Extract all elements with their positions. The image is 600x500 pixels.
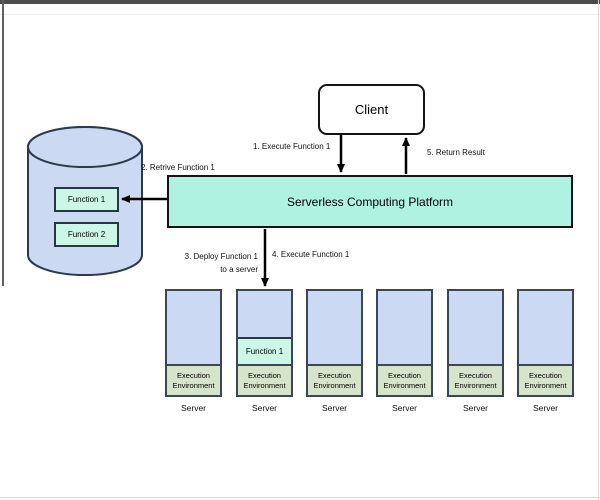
platform-label: Serverless Computing Platform: [286, 194, 454, 209]
flow-label-execute-on-server: 4. Execute Function 1: [272, 250, 350, 259]
execution-environment-5-label: Execution Environment: [454, 371, 497, 390]
execution-environment-3: Execution Environment: [308, 364, 361, 395]
server-node-6: Execution Environment: [517, 289, 574, 397]
execution-environment-4-label: Execution Environment: [383, 371, 426, 390]
client-label: Client: [354, 102, 389, 117]
server-caption-6: Server: [532, 403, 559, 413]
execution-environment-5: Execution Environment: [449, 364, 502, 395]
flow-label-deploy-line2: to a server: [220, 265, 258, 274]
execution-environment-1-label: Execution Environment: [172, 371, 215, 390]
server-caption-5: Server: [462, 403, 489, 413]
execution-environment-2: Execution Environment: [238, 364, 291, 395]
server-caption-2: Server: [251, 403, 278, 413]
client-node: Client: [318, 84, 425, 135]
window-border-left: [2, 0, 4, 286]
server-node-2: Function 1 Execution Environment: [236, 289, 293, 397]
window-border-bottom: [0, 497, 600, 498]
execution-environment-3-label: Execution Environment: [313, 371, 356, 390]
server-node-3: Execution Environment: [306, 289, 363, 397]
flow-label-deploy-line1: 3. Deploy Function 1: [184, 252, 258, 261]
server-caption-1: Server: [180, 403, 207, 413]
server-node-4: Execution Environment: [376, 289, 433, 397]
database-function-2-node: Function 2: [54, 222, 119, 247]
database-function-1-node: Function 1: [54, 187, 119, 212]
toolbar-separator-line: [0, 14, 600, 15]
server-node-1: Execution Environment: [165, 289, 222, 397]
server-node-5: Execution Environment: [447, 289, 504, 397]
database-function-2-label: Function 2: [67, 230, 106, 239]
execution-environment-6-label: Execution Environment: [524, 371, 567, 390]
window-border-top: [0, 0, 600, 4]
platform-node: Serverless Computing Platform: [167, 175, 573, 228]
execution-environment-1: Execution Environment: [167, 364, 220, 395]
execution-environment-4: Execution Environment: [378, 364, 431, 395]
flow-label-retrieve-function: 2. Retrive Function 1: [141, 163, 215, 172]
deployed-function-node: Function 1: [238, 337, 291, 366]
execution-environment-6: Execution Environment: [519, 364, 572, 395]
deployed-function-label: Function 1: [245, 347, 284, 356]
window-border-right: [598, 0, 599, 500]
server-caption-4: Server: [391, 403, 418, 413]
execution-environment-2-label: Execution Environment: [243, 371, 286, 390]
database-function-1-label: Function 1: [67, 195, 106, 204]
flow-label-return-result: 5. Return Result: [427, 148, 485, 157]
flow-label-execute-to-platform: 1. Execute Function 1: [253, 142, 331, 151]
server-caption-3: Server: [321, 403, 348, 413]
